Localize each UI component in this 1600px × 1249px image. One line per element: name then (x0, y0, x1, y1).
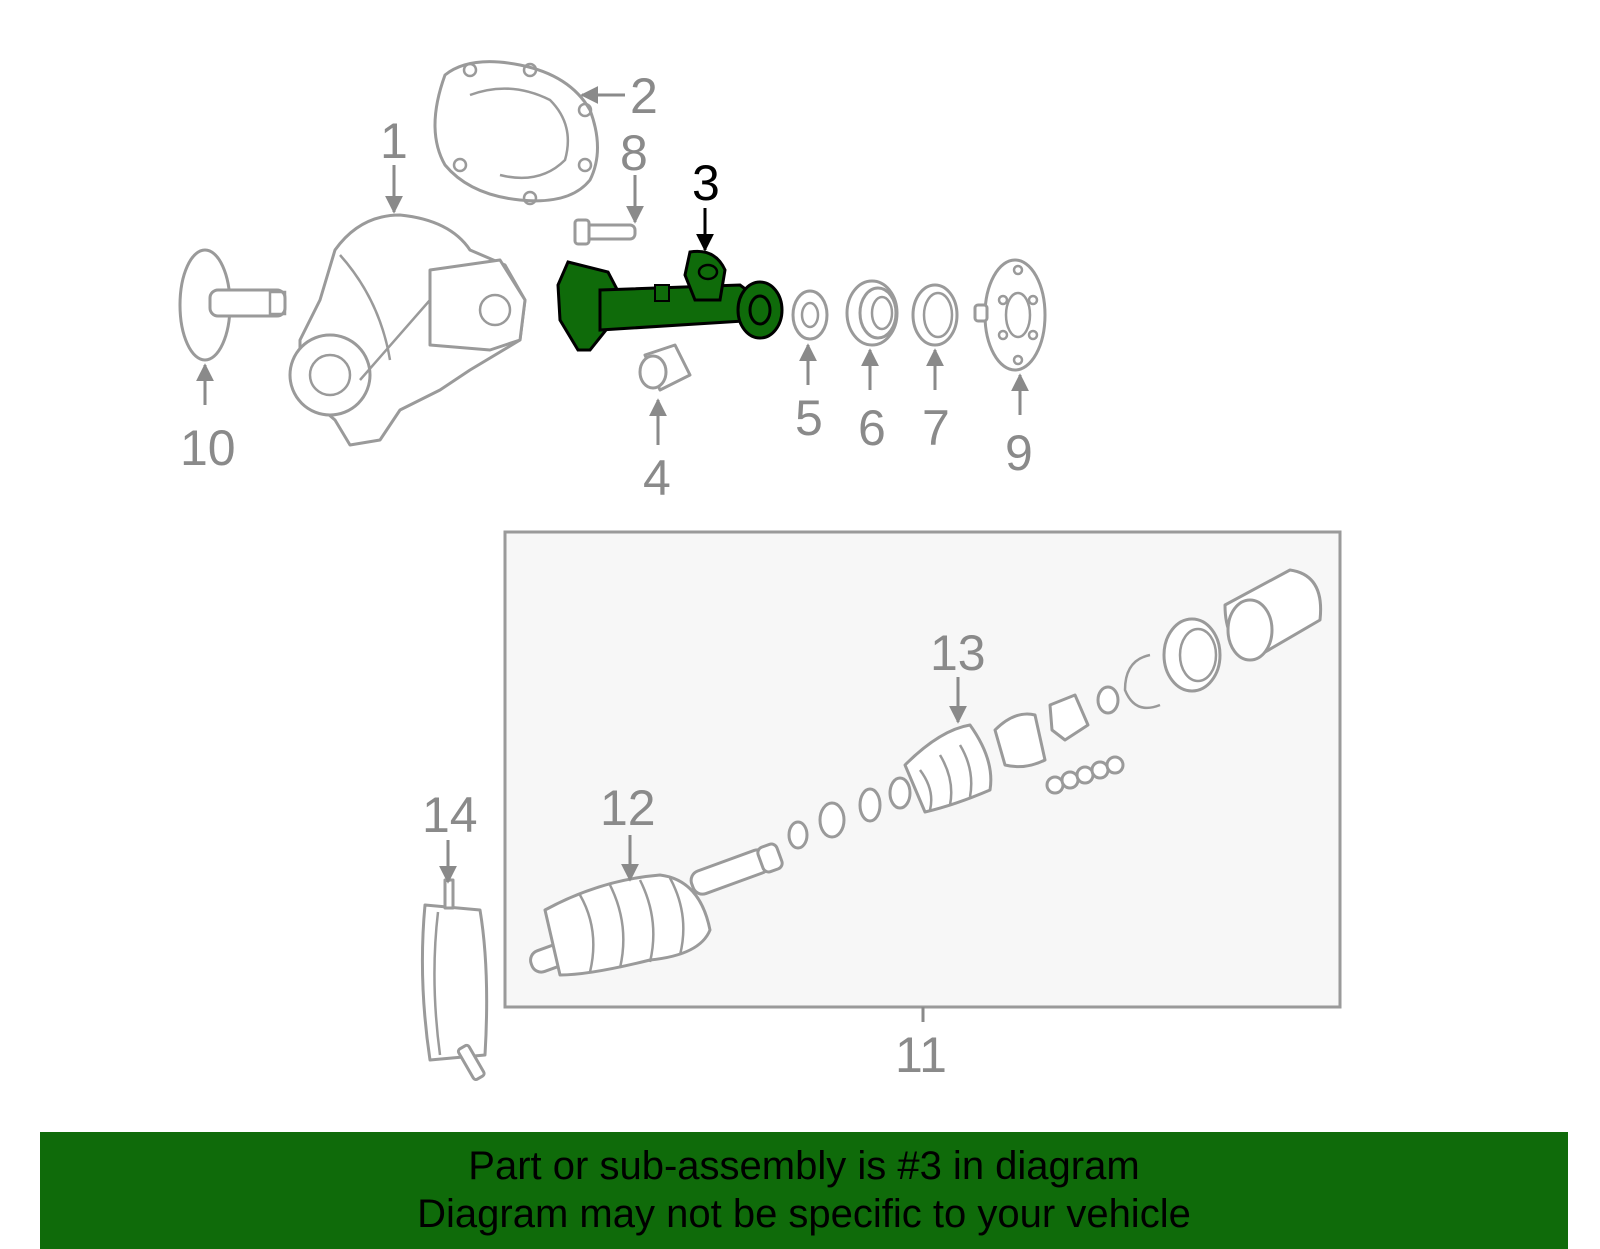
callout-10: 10 (180, 420, 236, 476)
callout-7: 7 (922, 400, 950, 456)
axle-flange-part-10 (178, 248, 287, 362)
callout-9: 9 (1005, 425, 1033, 481)
banner-line-1: Part or sub-assembly is #3 in diagram (468, 1144, 1140, 1188)
diff-housing-part-1 (288, 213, 527, 447)
bearing-part-6 (845, 279, 899, 347)
race-part-7 (911, 283, 959, 347)
banner-line-2: Diagram may not be specific to your vehi… (417, 1192, 1191, 1236)
bushing-part-4 (638, 343, 692, 392)
parts-diagram: 2 1 8 10 3 4 (178, 60, 1342, 1083)
bolt-part-8 (573, 218, 637, 246)
seal-part-5 (791, 289, 829, 341)
callout-4: 4 (643, 450, 671, 506)
info-banner: Part or sub-assembly is #3 in diagram Di… (40, 1132, 1568, 1249)
shield-part-14 (420, 878, 489, 1081)
callout-13: 13 (930, 625, 986, 681)
callout-2: 2 (630, 68, 658, 124)
flange-part-9 (973, 258, 1047, 372)
axle-housing-tube-part-3 (556, 249, 784, 352)
callout-6: 6 (858, 400, 886, 456)
callout-8: 8 (620, 125, 648, 181)
diff-cover-part-2 (433, 60, 599, 206)
callout-11: 11 (895, 1027, 947, 1083)
callout-5: 5 (795, 390, 823, 446)
halfshaft-assembly (529, 568, 1323, 977)
callout-3: 3 (692, 155, 720, 211)
callout-12: 12 (600, 780, 656, 836)
callout-1: 1 (380, 113, 408, 169)
callout-14: 14 (422, 787, 478, 843)
